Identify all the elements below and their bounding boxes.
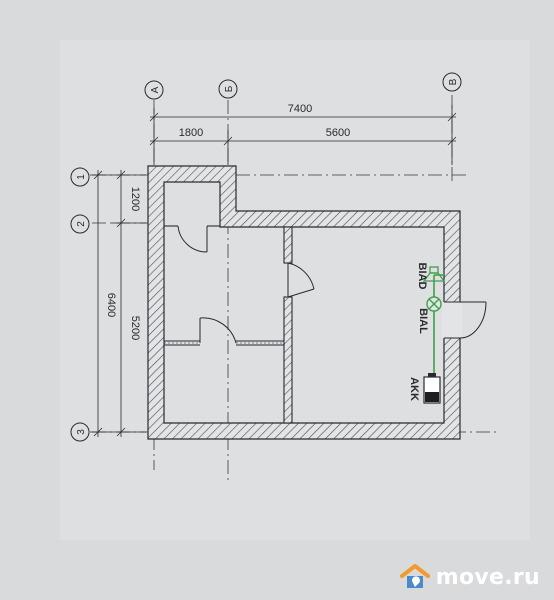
watermark-text: move.ru xyxy=(435,564,540,590)
door-wc xyxy=(177,225,208,253)
row-axis-markers: 1 2 3 xyxy=(70,167,90,442)
outer-walls xyxy=(147,165,461,440)
axis-marker-3: 3 xyxy=(70,422,90,442)
partition-wall-vertical-lower xyxy=(283,296,293,424)
axis-label-2: 2 xyxy=(76,221,87,227)
axis-marker-a: А xyxy=(144,80,164,100)
doors xyxy=(177,225,487,344)
axis-label-b: Б xyxy=(224,85,235,92)
horizontal-dimensions xyxy=(149,105,457,165)
partition-wall-vertical xyxy=(283,226,293,264)
axis-marker-v: В xyxy=(442,72,462,92)
label-biad: BIAD xyxy=(416,263,428,290)
dim-total-height: 6400 xyxy=(105,293,117,317)
axis-label-v: В xyxy=(448,78,459,85)
axis-label-a: А xyxy=(150,86,161,93)
door-lower-room xyxy=(199,317,237,344)
dim-width-a-b: 1800 xyxy=(179,127,203,139)
battery-icon xyxy=(423,373,441,404)
outer-wall xyxy=(147,165,461,440)
lamp-icon xyxy=(426,296,442,312)
watermark: move.ru xyxy=(399,564,540,590)
dim-total-width: 7400 xyxy=(288,103,312,115)
electrical-wiring xyxy=(422,266,446,404)
dim-height-2-3: 5200 xyxy=(129,316,141,340)
vertical-dimensions xyxy=(90,170,146,437)
column-axis-markers: А Б В xyxy=(144,72,462,100)
label-akk: AKK xyxy=(408,377,420,401)
socket-icon xyxy=(422,266,446,282)
axis-marker-2: 2 xyxy=(70,214,90,234)
axis-label-3: 3 xyxy=(76,429,87,435)
dim-width-b-v: 5600 xyxy=(326,127,350,139)
house-icon xyxy=(399,564,430,588)
dim-height-1-2: 1200 xyxy=(129,187,141,211)
axis-label-1: 1 xyxy=(76,174,87,180)
door-entrance xyxy=(442,301,487,339)
door-main-room xyxy=(287,262,315,298)
axis-marker-1: 1 xyxy=(70,167,90,187)
label-bial: BIAL xyxy=(417,308,429,334)
axis-marker-b: Б xyxy=(218,79,238,99)
